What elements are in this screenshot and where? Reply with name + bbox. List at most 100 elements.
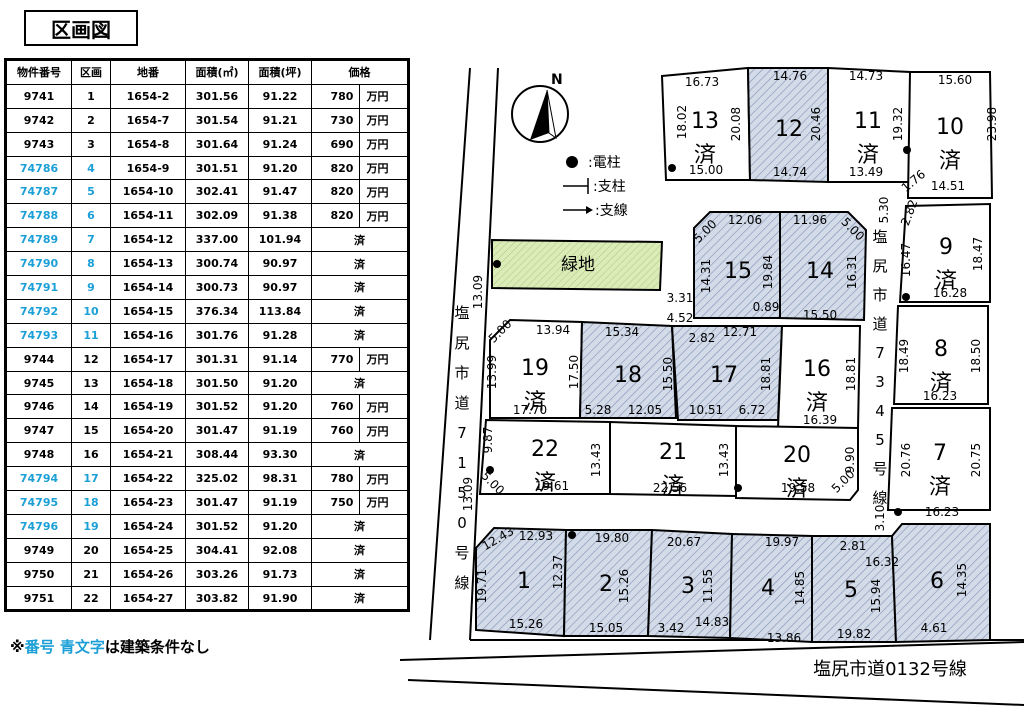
dimension-label: 15.00 — [689, 163, 723, 177]
road-label-char: 市 — [872, 286, 887, 304]
dimension-label: 13.43 — [589, 443, 603, 477]
road-edge — [429, 67, 471, 641]
legend-guy-label: :支線 — [595, 203, 628, 219]
dimension-label: 20.75 — [969, 443, 983, 477]
road-label-char: 1 — [457, 454, 467, 472]
dimension-label: 19.32 — [891, 107, 905, 141]
cell-area-m2: 301.64 — [185, 131, 249, 157]
dimension-label: 9.87 — [481, 427, 495, 454]
cell-area-m2: 301.50 — [185, 370, 249, 396]
dimension-label: 19.80 — [595, 531, 629, 545]
cell-area-tsubo: 91.90 — [248, 585, 312, 612]
sold-mark: 済 — [930, 371, 952, 396]
cell-id: 74792 — [5, 298, 72, 324]
sold-mark: 済 — [786, 477, 808, 502]
cell-lot: 1 — [71, 83, 111, 109]
sold-mark: 済 — [929, 475, 951, 500]
cell-chiban: 1654-2 — [110, 83, 186, 109]
cell-lot: 6 — [71, 203, 111, 229]
dimension-label: 2.81 — [840, 539, 867, 553]
cell-price-unit: 万円 — [359, 490, 409, 515]
dimension-label: 22.56 — [653, 481, 687, 495]
road-label-char: 道 — [872, 315, 887, 333]
utility-pole-icon — [493, 260, 501, 268]
road-label-char: 塩 — [454, 304, 469, 322]
sold-mark: 済 — [694, 143, 716, 168]
dimension-label: 20.46 — [809, 107, 823, 141]
cell-lot: 5 — [71, 179, 111, 205]
dimension-label: 23.98 — [985, 107, 999, 141]
support-pole-icon — [563, 178, 589, 194]
cell-price-unit: 万円 — [359, 179, 409, 205]
cell-price: 820 — [310, 155, 361, 181]
cell-price: 済 — [311, 251, 409, 277]
lot-number: 12 — [775, 117, 803, 142]
sold-mark: 済 — [939, 149, 961, 174]
utility-pole-icon — [734, 484, 742, 492]
road-label-char: 塩 — [872, 228, 887, 246]
dimension-label: 15.26 — [509, 617, 543, 631]
cell-price: 780 — [310, 466, 361, 492]
dimension-label: 16.32 — [865, 555, 899, 569]
cell-area-m2: 301.47 — [185, 418, 249, 444]
lot-number: 4 — [761, 576, 775, 601]
dimension-label: 16.23 — [925, 505, 959, 519]
cell-area-tsubo: 91.38 — [248, 203, 312, 229]
lot-number: 22 — [531, 437, 559, 462]
road-label-char: 7 — [457, 424, 467, 442]
cell-lot: 4 — [71, 155, 111, 181]
cell-area-tsubo: 91.14 — [248, 346, 312, 372]
lot-9 — [898, 202, 991, 303]
dimension-label: 6.72 — [739, 403, 766, 417]
lot-number: 5 — [844, 578, 858, 603]
cell-id: 74795 — [5, 490, 72, 515]
cell-id: 74796 — [5, 513, 72, 539]
utility-pole-icon — [566, 156, 578, 168]
dimension-label: 19.71 — [475, 569, 489, 603]
lot-1 — [475, 526, 568, 638]
cell-chiban: 1654-15 — [110, 298, 186, 324]
sold-mark: 済 — [662, 474, 684, 499]
utility-pole-icon — [668, 164, 676, 172]
road-label-char: 7 — [875, 344, 885, 362]
cell-area-m2: 308.44 — [185, 442, 249, 468]
legend-pole-label: :電柱 — [588, 155, 621, 171]
cell-lot: 20 — [71, 537, 111, 563]
dimension-label: 16.73 — [685, 75, 719, 89]
road-label-bottom: 塩尻市道0132号線 — [813, 659, 967, 680]
dimension-label: 12.05 — [628, 403, 662, 417]
dimension-label: 19.97 — [765, 535, 799, 549]
lot-number: 6 — [930, 569, 944, 594]
dimension-label: 20.76 — [899, 443, 913, 477]
cell-area-m2: 301.56 — [185, 83, 249, 109]
utility-pole-icon — [894, 508, 902, 516]
road-label-char: 線 — [454, 574, 469, 592]
col-header: 面積(㎡) — [185, 59, 249, 85]
sold-mark: 済 — [857, 143, 879, 168]
dimension-label: 12.06 — [728, 213, 762, 227]
dimension-label: 18.49 — [897, 339, 911, 373]
dimension-label: 20.67 — [667, 535, 701, 549]
cell-area-m2: 303.26 — [185, 561, 249, 587]
lot-number: 9 — [939, 235, 953, 260]
cell-id: 74786 — [5, 155, 72, 181]
dimension-label: 16.23 — [923, 389, 957, 403]
dimension-label: 17.70 — [513, 403, 547, 417]
cell-price-unit: 万円 — [359, 155, 409, 181]
cell-id: 9741 — [5, 83, 72, 109]
road-edge — [407, 679, 1024, 706]
cell-area-tsubo: 91.24 — [248, 131, 312, 157]
sold-mark: 済 — [935, 269, 957, 294]
dimension-label: 13.49 — [849, 165, 883, 179]
cell-area-m2: 337.00 — [185, 227, 249, 253]
utility-pole-icon — [486, 466, 494, 474]
cell-area-m2: 301.47 — [185, 490, 249, 515]
cell-price: 済 — [311, 370, 409, 396]
dimension-label: 5.30 — [877, 197, 891, 224]
cell-price: 済 — [311, 585, 409, 612]
